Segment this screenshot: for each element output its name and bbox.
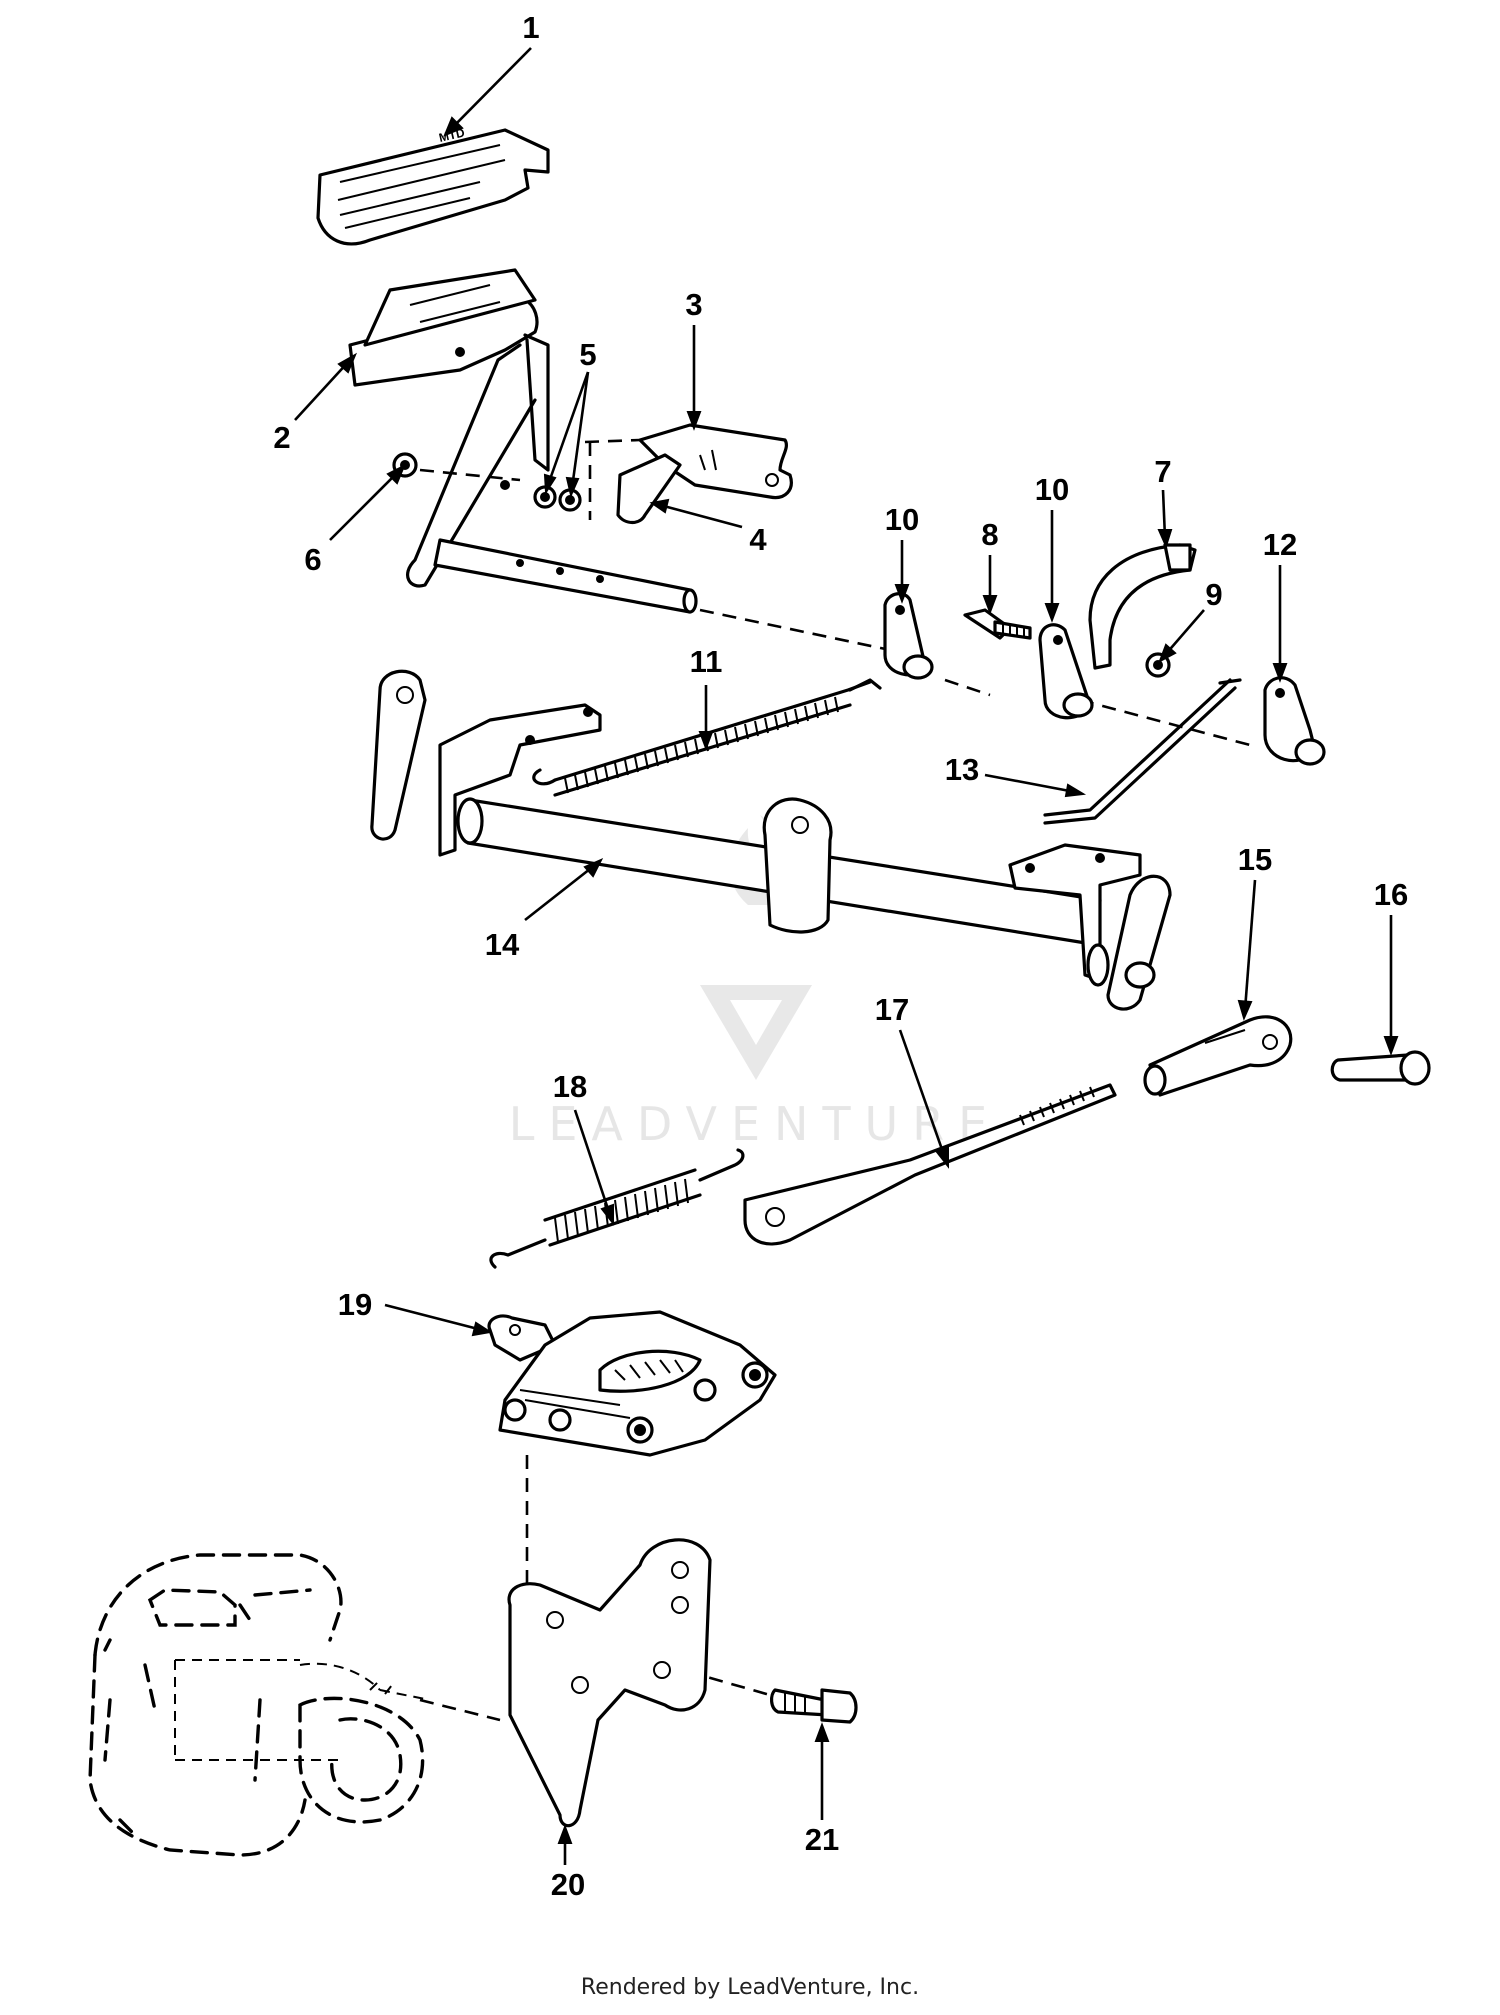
- part-2-pedal-arm: [348, 268, 550, 588]
- callout-10-right: 10: [1035, 472, 1069, 507]
- callout-7: 7: [1154, 454, 1171, 489]
- part-3-bracket: [638, 423, 793, 500]
- footer-credit: Rendered by LeadVenture, Inc.: [580, 1975, 920, 2000]
- callout-15: 15: [1238, 842, 1272, 877]
- part-20-mounting-plate: [507, 1538, 712, 1828]
- callout-18: 18: [553, 1069, 587, 1104]
- leader-lines: [294, 47, 1399, 1865]
- part-8-bolt: [963, 608, 1032, 640]
- part-18-spring: [489, 1148, 745, 1269]
- callout-2: 2: [273, 420, 290, 455]
- assembly-line-transaxle: [419, 1698, 501, 1722]
- callout-8: 8: [981, 517, 998, 552]
- assembly-line-bolt: [664, 1663, 771, 1697]
- callouts: 1 2 3 4 5 6 7 8 9 10 10 11 12 13 14 15 1…: [273, 10, 1408, 1902]
- part-7-hook-bracket: [1088, 543, 1197, 670]
- callout-5: 5: [579, 337, 596, 372]
- part-17-brake-rod: [743, 1083, 1117, 1246]
- part-11-spring: [532, 678, 882, 797]
- part-10-collar-right: [1038, 623, 1094, 720]
- part-15-clevis: [1143, 1015, 1293, 1097]
- assembly-line-upper: [419, 438, 1251, 747]
- callout-21: 21: [805, 1822, 839, 1857]
- callout-13: 13: [945, 752, 979, 787]
- watermark-v-icon: [700, 985, 812, 1080]
- part-16-pin: [1330, 1050, 1431, 1086]
- callout-12: 12: [1263, 527, 1297, 562]
- pedal-shaft: [433, 538, 698, 614]
- part-10-collar-left: [883, 592, 934, 680]
- part-4-lever: [616, 453, 682, 525]
- callout-9: 9: [1205, 577, 1222, 612]
- part-21-bolt: [770, 1688, 858, 1724]
- callout-4: 4: [749, 522, 767, 557]
- callout-17: 17: [875, 992, 909, 1027]
- callout-3: 3: [685, 287, 702, 322]
- part-13-rod: [1043, 678, 1242, 825]
- callout-1: 1: [522, 10, 539, 45]
- transaxle-housing-reference: [88, 1553, 431, 1857]
- part-1-pedal-pad: MTD: [316, 125, 550, 246]
- callout-19: 19: [338, 1287, 372, 1322]
- part-14-cross-shaft: [370, 669, 1172, 1011]
- part-12-collar: [1263, 676, 1326, 766]
- watermark-text: LEADVENTURE: [509, 1097, 1002, 1151]
- callout-6: 6: [304, 542, 321, 577]
- callout-10-left: 10: [885, 502, 919, 537]
- callout-20: 20: [551, 1867, 585, 1902]
- callout-16: 16: [1374, 877, 1408, 912]
- part-5-nuts: [533, 485, 582, 512]
- callout-14: 14: [485, 927, 520, 962]
- callout-11: 11: [690, 644, 723, 679]
- part-19-caliper: [487, 1310, 777, 1457]
